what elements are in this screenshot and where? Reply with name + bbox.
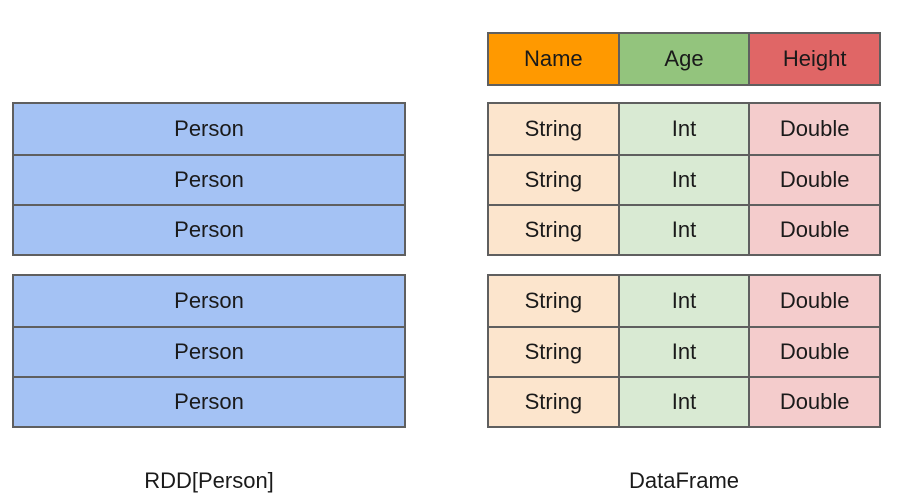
dataframe-header: Name Age Height [487, 32, 881, 86]
header-row: Name Age Height [489, 34, 880, 84]
double-cell: Double [748, 104, 880, 154]
string-cell: String [489, 328, 618, 376]
rdd-partition-1: Person Person Person [12, 102, 406, 256]
string-cell: String [489, 104, 618, 154]
double-cell: Double [748, 276, 880, 326]
double-cell: Double [748, 206, 880, 254]
string-cell: String [489, 156, 618, 204]
person-cell: Person [14, 378, 404, 426]
dataframe-row: String Int Double [489, 104, 880, 154]
header-age: Age [617, 34, 749, 84]
int-cell: Int [617, 328, 749, 376]
rdd-row: Person [14, 204, 404, 254]
person-cell: Person [14, 276, 404, 326]
rdd-caption: RDD[Person] [144, 468, 274, 493]
dataframe-caption: DataFrame [628, 468, 740, 493]
string-cell: String [489, 378, 618, 426]
string-cell: String [489, 206, 618, 254]
dataframe-partition-2: String Int Double String Int Double Stri… [487, 274, 881, 428]
int-cell: Int [617, 276, 749, 326]
dataframe-row: String Int Double [489, 204, 880, 254]
dataframe-row: String Int Double [489, 276, 880, 326]
dataframe-row: String Int Double [489, 326, 880, 376]
string-cell: String [489, 276, 618, 326]
int-cell: Int [617, 378, 749, 426]
person-cell: Person [14, 156, 404, 204]
double-cell: Double [748, 328, 880, 376]
dataframe-row: String Int Double [489, 376, 880, 426]
rdd-row: Person [14, 154, 404, 204]
person-cell: Person [14, 328, 404, 376]
rdd-row: Person [14, 276, 404, 326]
rdd-row: Person [14, 376, 404, 426]
int-cell: Int [617, 104, 749, 154]
person-cell: Person [14, 104, 404, 154]
header-name: Name [489, 34, 618, 84]
dataframe-partition-1: String Int Double String Int Double Stri… [487, 102, 881, 256]
double-cell: Double [748, 378, 880, 426]
person-cell: Person [14, 206, 404, 254]
int-cell: Int [617, 206, 749, 254]
dataframe-row: String Int Double [489, 154, 880, 204]
rdd-row: Person [14, 104, 404, 154]
int-cell: Int [617, 156, 749, 204]
double-cell: Double [748, 156, 880, 204]
rdd-row: Person [14, 326, 404, 376]
rdd-partition-2: Person Person Person [12, 274, 406, 428]
header-height: Height [748, 34, 880, 84]
